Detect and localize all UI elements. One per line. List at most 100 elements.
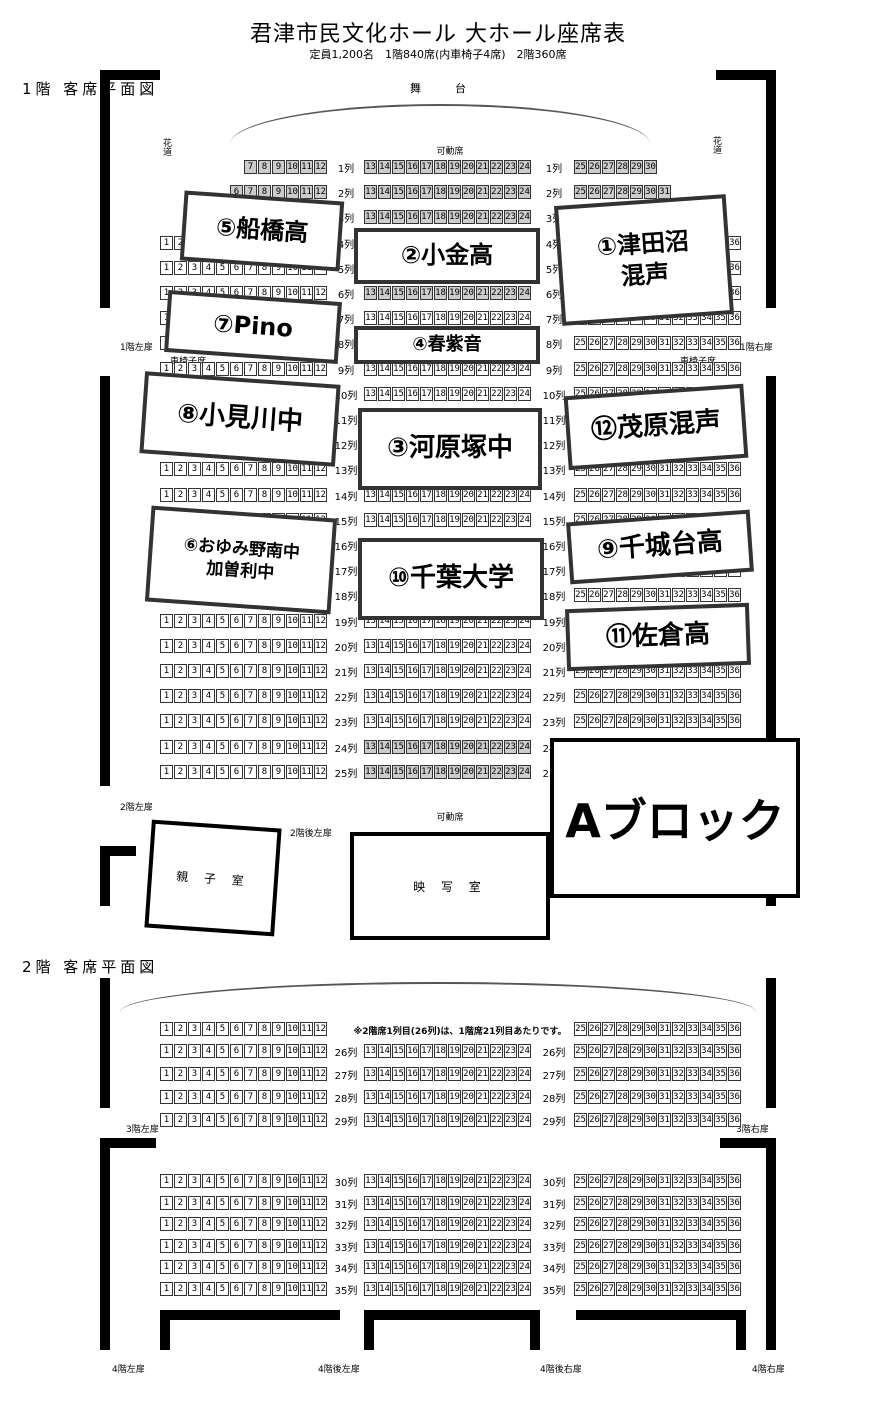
- seat: 31: [658, 1067, 671, 1081]
- seat: 18: [434, 1067, 447, 1081]
- group-omigawa: ⑧小見川中: [139, 371, 341, 467]
- seat: 4: [202, 638, 215, 653]
- row-label: 29列: [334, 1117, 358, 1128]
- seat: 30: [644, 1282, 657, 1296]
- seat: 35: [714, 1282, 727, 1296]
- seat: 21: [476, 487, 489, 502]
- row-label: 27列: [542, 1071, 566, 1082]
- row-label: 33列: [542, 1242, 566, 1254]
- seat: 16: [406, 689, 419, 704]
- seat: 20: [462, 739, 475, 754]
- seat: 23: [504, 1174, 517, 1188]
- row-label: 30列: [542, 1178, 566, 1189]
- seat: 23: [504, 739, 517, 754]
- row-label: 26列: [542, 1048, 566, 1059]
- row-label: 5列: [337, 264, 355, 276]
- seat: 26: [588, 1044, 601, 1058]
- seat: 23: [504, 764, 517, 779]
- seat: 34: [700, 462, 713, 477]
- seat: 20: [462, 286, 475, 300]
- seat: 36: [728, 487, 741, 502]
- seat: 23: [504, 512, 517, 527]
- seat: 2: [174, 1195, 187, 1210]
- seat: 26: [588, 336, 601, 351]
- seat: 5: [216, 1282, 229, 1296]
- seat: 1: [160, 260, 173, 275]
- row-label: 18列: [542, 592, 566, 604]
- row-label: 10列: [334, 390, 358, 402]
- seat: 22: [490, 160, 503, 174]
- seat: 6: [230, 1044, 243, 1058]
- seat: 27: [602, 689, 615, 704]
- seat: 16: [406, 1260, 419, 1275]
- seat: 3: [188, 1217, 201, 1232]
- seat: 2: [174, 1238, 187, 1253]
- seat: 36: [728, 1174, 741, 1188]
- seat: 6: [230, 1090, 243, 1104]
- row-label: 16列: [542, 542, 566, 553]
- seat: 13: [364, 764, 377, 779]
- seat: 6: [230, 1174, 243, 1188]
- balcony-edge: [120, 982, 756, 1014]
- seat: 10: [286, 1238, 299, 1253]
- seat: 36: [728, 1260, 741, 1275]
- seat: 7: [244, 1260, 257, 1275]
- seat: 16: [406, 286, 419, 300]
- seat: 12: [314, 1217, 327, 1232]
- seat: 22: [490, 311, 503, 326]
- seat: 11: [300, 689, 313, 704]
- seat: 15: [392, 1113, 405, 1127]
- seat: 30: [644, 185, 657, 200]
- seat: 30: [644, 1217, 657, 1232]
- row-label: 13列: [542, 466, 566, 478]
- seat: 2: [174, 260, 187, 275]
- seat: 13: [364, 1113, 377, 1127]
- seat: 10: [286, 1217, 299, 1232]
- seat: 4: [202, 1195, 215, 1210]
- seat: 6: [230, 1260, 243, 1275]
- seat: 8: [258, 1238, 271, 1253]
- seat: 16: [406, 311, 419, 326]
- seat: 22: [490, 185, 503, 200]
- seat: 27: [602, 1067, 615, 1081]
- row-label: 29列: [542, 1117, 566, 1128]
- seat: 24: [518, 664, 531, 678]
- wall2-bottom-center-r: [530, 1310, 540, 1350]
- seat: 35: [714, 1260, 727, 1275]
- seat: 32: [672, 1113, 685, 1127]
- seat: 33: [686, 1044, 699, 1058]
- seat: 8: [258, 1044, 271, 1058]
- seat: 1: [160, 638, 173, 653]
- seat: 18: [434, 638, 447, 653]
- seat: 5: [216, 664, 229, 678]
- seat: 16: [406, 664, 419, 678]
- seat: 9: [272, 1067, 285, 1081]
- seat: 9: [272, 613, 285, 628]
- seat: 32: [672, 1195, 685, 1210]
- seat: 27: [602, 1022, 615, 1036]
- seat: 20: [462, 1260, 475, 1275]
- wall2-bottom-right: [576, 1310, 746, 1320]
- seat: 14: [378, 1238, 391, 1253]
- seat: 9: [272, 638, 285, 653]
- seat: 33: [686, 361, 699, 376]
- seat: 28: [616, 714, 629, 729]
- seat: 2: [174, 664, 187, 678]
- seat: 11: [300, 764, 313, 779]
- seat: 14: [378, 1044, 391, 1058]
- seat: 11: [300, 1113, 313, 1127]
- seat: 8: [258, 689, 271, 704]
- seat: 18: [434, 1113, 447, 1127]
- seat: 33: [686, 588, 699, 603]
- seat: 19: [448, 286, 461, 300]
- group-kawarazuka: ③河原塚中: [358, 408, 542, 490]
- seat: 33: [686, 1260, 699, 1275]
- row-label: 14列: [542, 491, 566, 503]
- row-label: 13列: [334, 466, 358, 478]
